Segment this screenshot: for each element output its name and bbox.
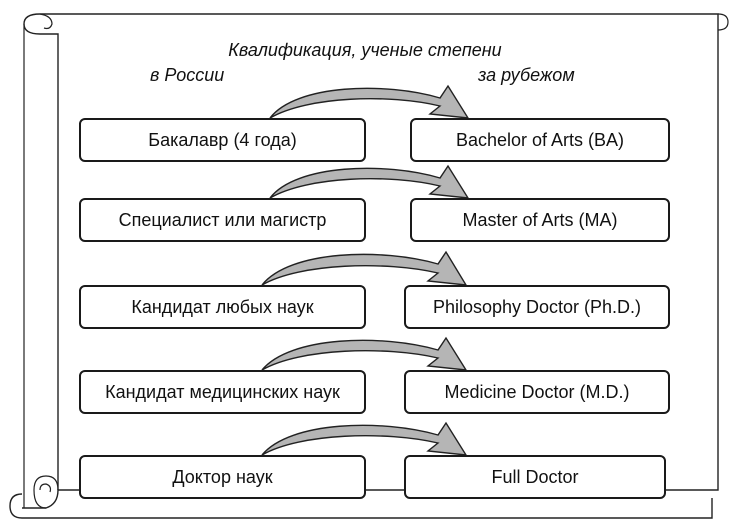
abroad-degree-box-4: Medicine Doctor (M.D.) — [404, 370, 670, 414]
russia-degree-box-4: Кандидат медицинских наук — [79, 370, 366, 414]
russia-degree-box-3: Кандидат любых наук — [79, 285, 366, 329]
abroad-degree-box-2: Master of Arts (MA) — [410, 198, 670, 242]
abroad-degree-box-5: Full Doctor — [404, 455, 666, 499]
column-header-abroad: за рубежом — [478, 65, 575, 85]
abroad-degree-box-1: Bachelor of Arts (BA) — [410, 118, 670, 162]
arrow-row-4 — [261, 336, 468, 371]
russia-degree-box-2: Специалист или магистр — [79, 198, 366, 242]
diagram-title: Квалификация, ученые степени — [228, 40, 502, 60]
arrow-row-3 — [261, 250, 468, 286]
column-header-russia: в России — [150, 65, 225, 85]
arrow-row-2 — [269, 164, 470, 199]
abroad-degree-box-3: Philosophy Doctor (Ph.D.) — [404, 285, 670, 329]
russia-degree-box-1: Бакалавр (4 года) — [79, 118, 366, 162]
arrow-row-1 — [269, 84, 470, 119]
arrow-row-5 — [261, 421, 468, 456]
russia-degree-box-5: Доктор наук — [79, 455, 366, 499]
